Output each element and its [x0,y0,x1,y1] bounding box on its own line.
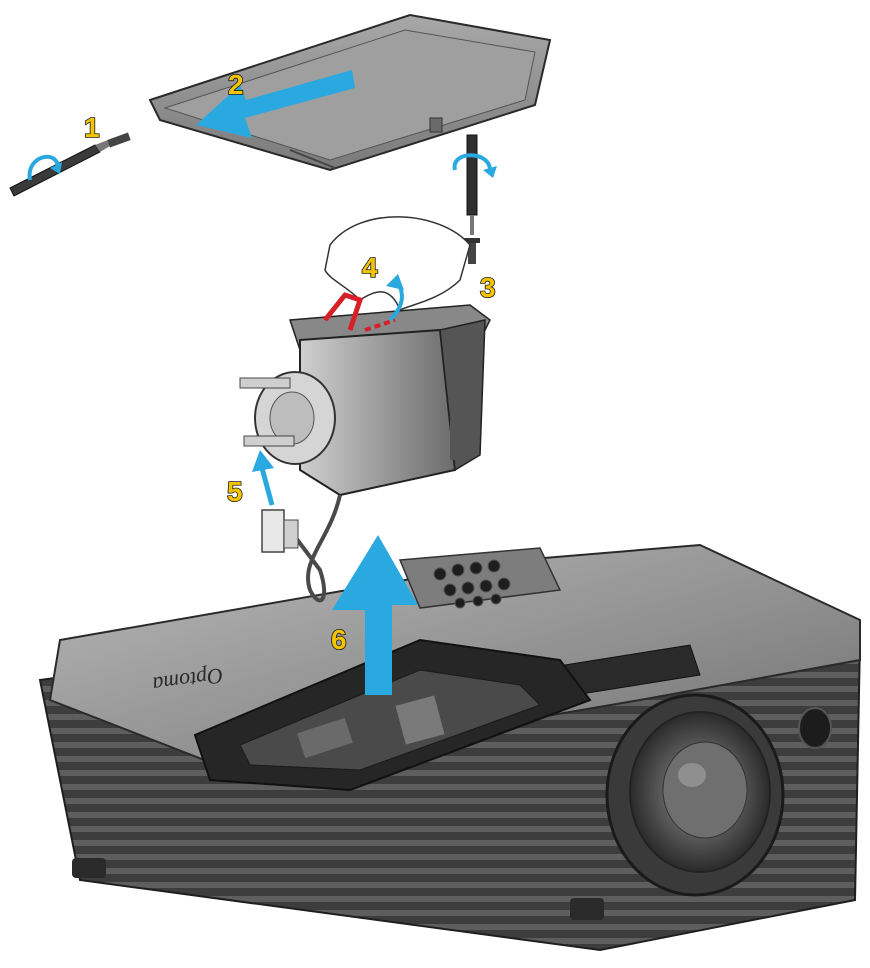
step-number-5: 5 [227,476,243,507]
rotate-arrow-head [483,166,497,178]
hand-icon [324,216,471,312]
ir-sensor [798,707,832,749]
lift-arrow-head [386,274,404,290]
compartment-part [395,695,445,745]
lamp-handle-latch [323,292,364,331]
slide-arrow-icon [196,70,355,138]
rotate-arrow-head [50,162,62,174]
control-panel [398,547,562,609]
projector-body: Optoma [38,543,862,952]
step-number-2: 2 [228,69,244,100]
lift-out-arrow-icon [332,535,418,695]
step-number-4: 4 [362,252,378,283]
step-number-3: 3 [480,272,496,303]
lamp-module-icon [239,292,491,497]
screwdriver-icon [466,134,478,235]
rotate-arrow-icon [452,153,492,173]
screw-icon [107,132,131,148]
lens-icon [605,693,785,897]
lamp-cover [148,13,552,172]
step-number-6: 6 [331,624,347,655]
connector-icon [261,509,299,553]
lamp-cable [288,494,342,603]
projector-foot [72,858,106,878]
compartment-part [297,717,353,759]
pull-arrow-icon [259,467,275,506]
projector-foot [570,898,604,920]
step-number-1: 1 [84,112,100,143]
control-buttons [433,559,511,609]
pull-arrow-head [252,450,274,472]
screw-icon [464,238,480,264]
